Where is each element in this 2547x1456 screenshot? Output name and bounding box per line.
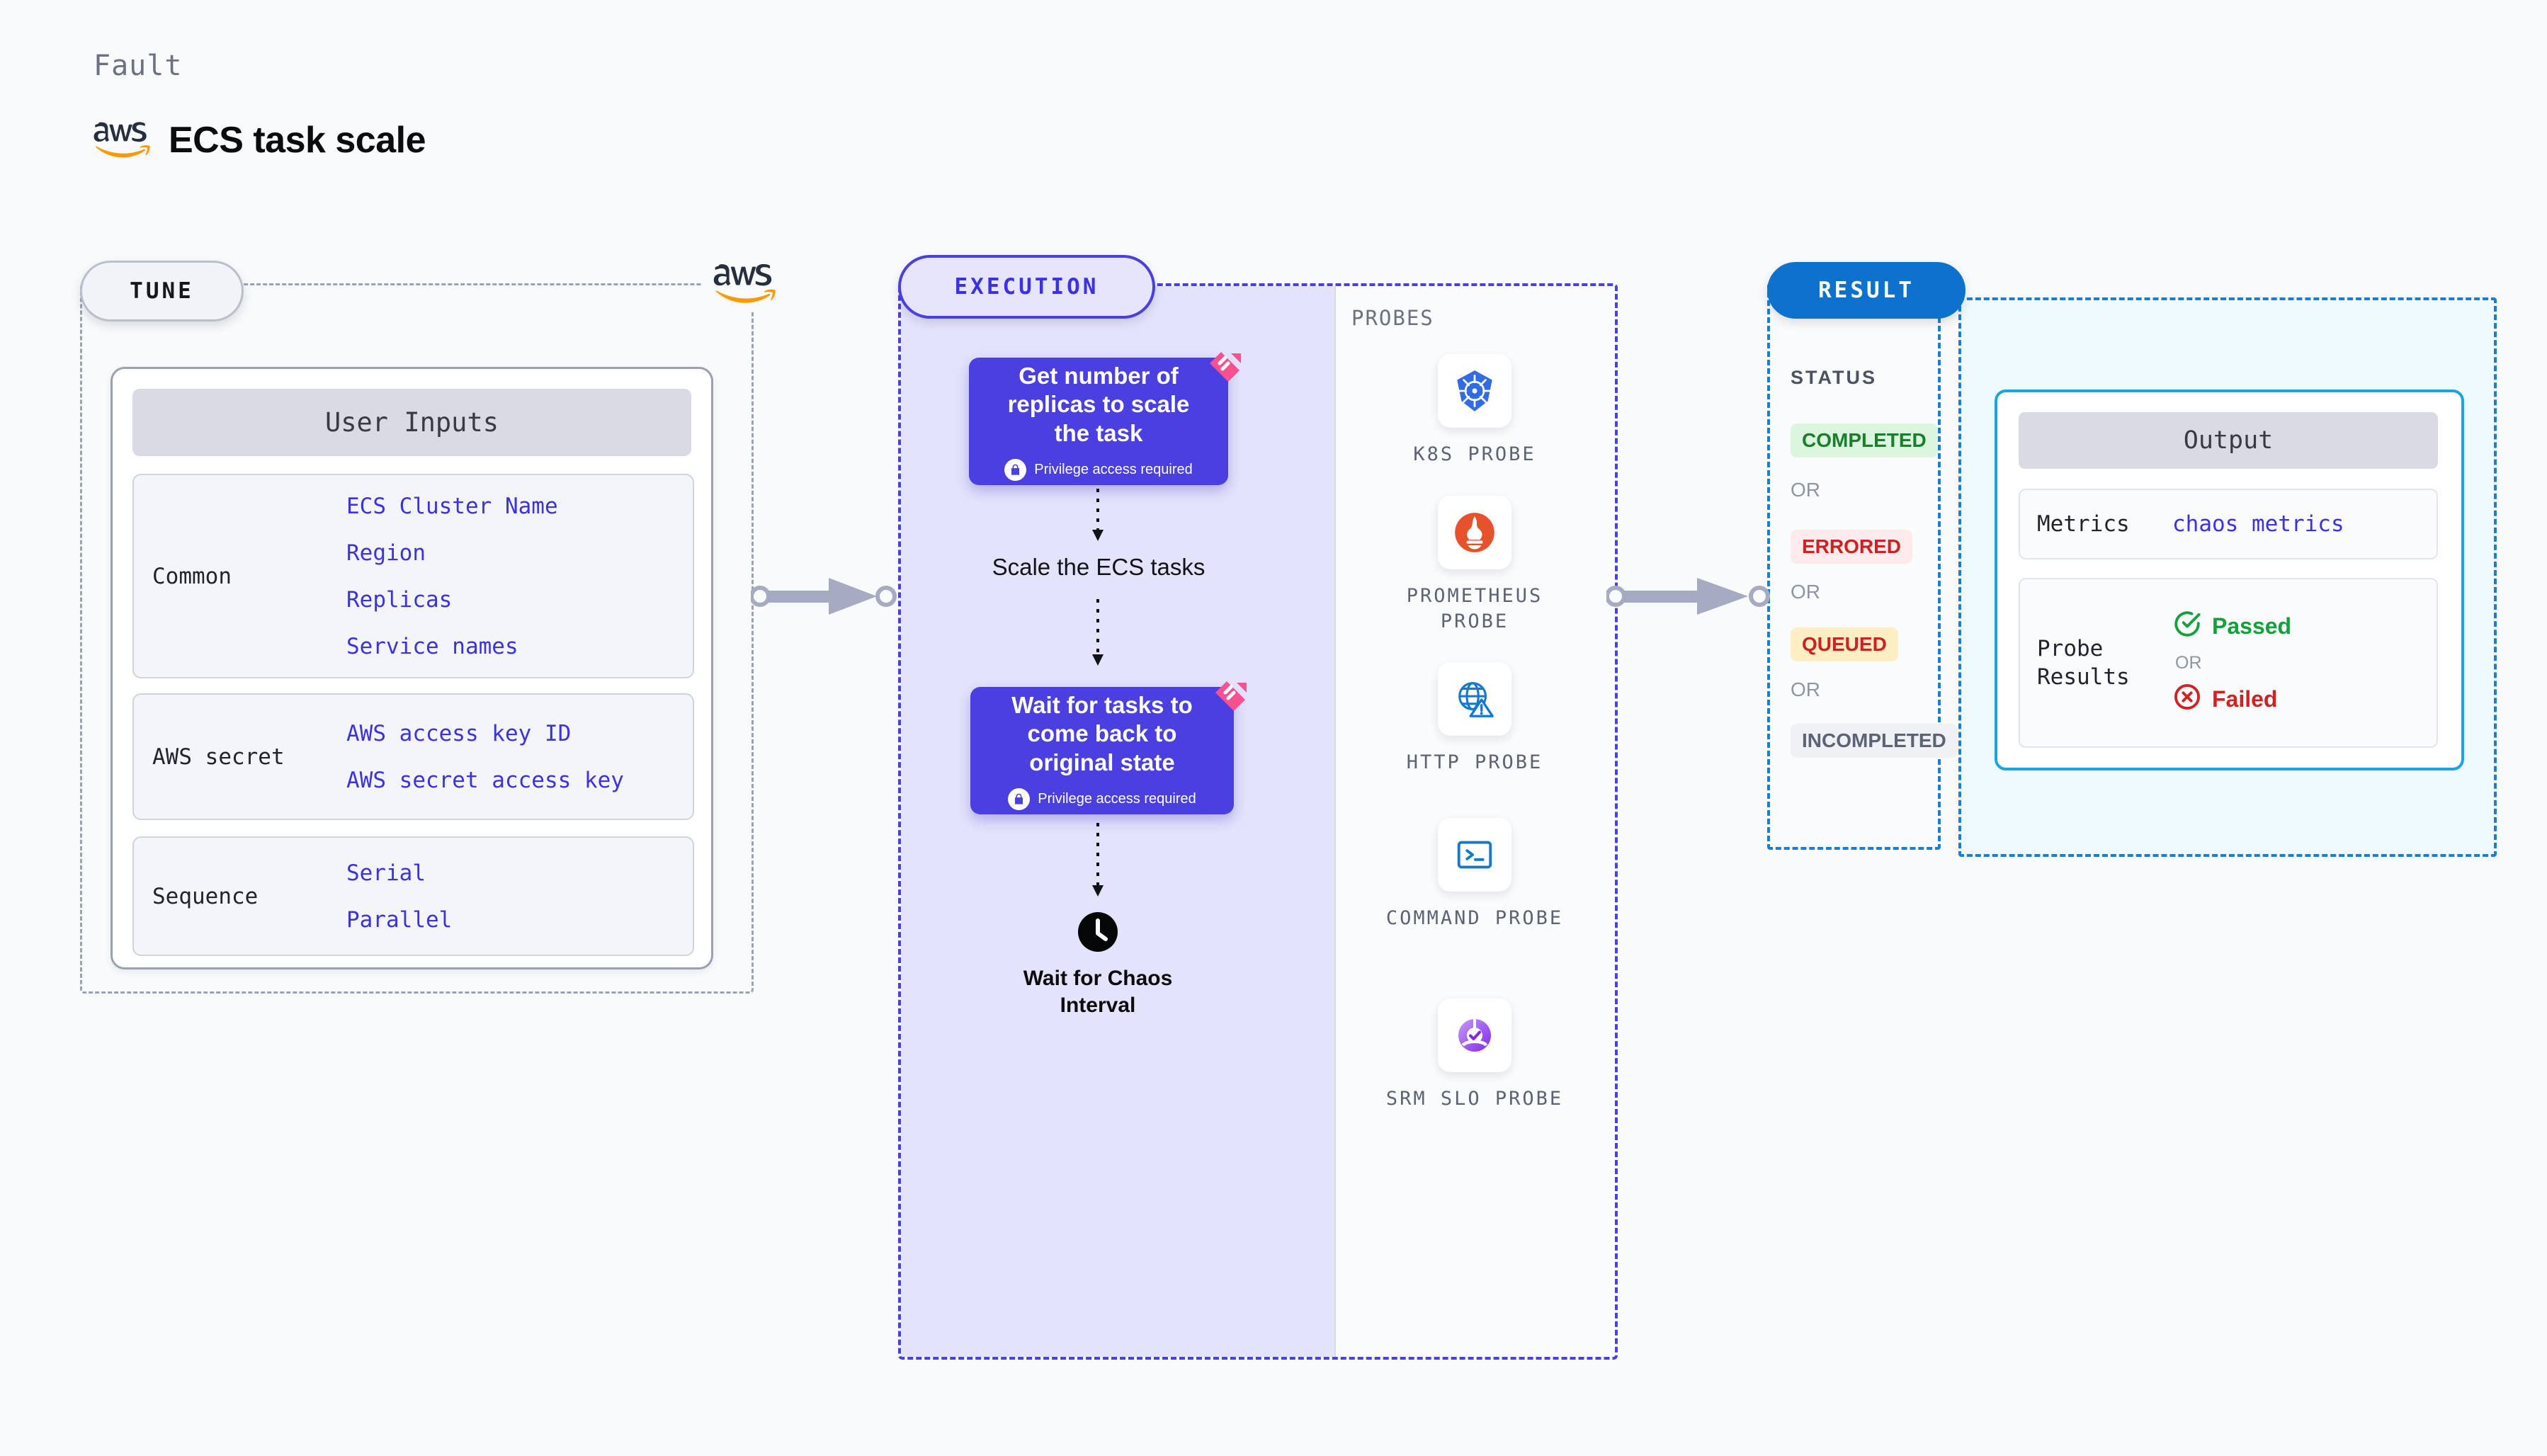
lock-icon xyxy=(1008,787,1031,810)
arrow-execution-to-result xyxy=(1606,578,1770,615)
probe-label: PROMETHEUS PROBE xyxy=(1406,585,1543,632)
input-value[interactable]: Parallel xyxy=(346,906,453,933)
page-title-row: ECS task scale xyxy=(92,119,426,161)
check-circle-icon xyxy=(2172,609,2202,644)
probe-result-failed-label: Failed xyxy=(2212,686,2278,712)
input-value[interactable]: AWS access key ID xyxy=(346,720,572,746)
kubernetes-icon xyxy=(1438,354,1511,428)
input-group-aws-secret: AWS secret AWS access key ID AWS secret … xyxy=(132,693,694,820)
arrow-tune-to-execution xyxy=(751,578,897,615)
flow-connector xyxy=(1092,823,1104,897)
input-value[interactable]: Replicas xyxy=(346,586,453,613)
flow-node-wait-original-state[interactable]: Wait for tasks to come back to original … xyxy=(970,681,1247,814)
output-header: Output xyxy=(2019,412,2438,469)
status-caption: STATUS xyxy=(1791,367,1877,388)
output-metrics-label: Metrics xyxy=(2037,511,2130,537)
result-stage-badge[interactable]: RESULT xyxy=(1767,262,1965,319)
or-separator: OR xyxy=(1791,479,1820,501)
privilege-note: Privilege access required xyxy=(1008,787,1196,810)
flow-step-scale-tasks: Scale the ECS tasks xyxy=(992,554,1206,580)
or-separator: OR xyxy=(1791,678,1820,700)
probe-result-failed: Failed xyxy=(2172,682,2291,717)
input-group-values: AWS access key ID AWS secret access key xyxy=(346,721,624,793)
input-group-values: ECS Cluster Name Region Replicas Service… xyxy=(346,494,558,659)
probe-result-passed-label: Passed xyxy=(2212,613,2292,639)
input-value[interactable]: Region xyxy=(346,540,426,566)
input-group-values: Serial Parallel xyxy=(346,860,452,933)
tune-stage-badge[interactable]: TUNE xyxy=(80,261,244,322)
output-metrics-value[interactable]: chaos metrics xyxy=(2172,511,2344,537)
user-inputs-header: User Inputs xyxy=(132,389,691,456)
probe-command[interactable]: COMMAND PROBE xyxy=(1368,818,1581,931)
privilege-label: Privilege access required xyxy=(1038,790,1196,807)
chaos-ribbon-icon xyxy=(1200,342,1244,386)
probe-label: HTTP PROBE xyxy=(1406,751,1543,773)
flow-node-title: Get number of replicas to scale the task xyxy=(1007,363,1190,446)
input-group-common: Common ECS Cluster Name Region Replicas … xyxy=(132,474,694,678)
probe-prometheus[interactable]: PROMETHEUS PROBE xyxy=(1368,496,1581,634)
x-circle-icon xyxy=(2172,682,2202,717)
output-card: Output Metrics chaos metrics Probe Resul… xyxy=(1995,389,2464,770)
execution-stage-badge[interactable]: EXECUTION xyxy=(898,255,1155,319)
probe-k8s[interactable]: K8S PROBE xyxy=(1368,354,1581,467)
prometheus-icon xyxy=(1438,496,1511,569)
privilege-note: Privilege access required xyxy=(1004,458,1193,481)
user-inputs-card: User Inputs Common ECS Cluster Name Regi… xyxy=(110,367,713,969)
or-separator: OR xyxy=(2175,652,2202,673)
flow-node-title: Wait for tasks to come back to original … xyxy=(1011,692,1193,775)
flow-node-get-replicas[interactable]: Get number of replicas to scale the task… xyxy=(969,352,1241,485)
page-title: ECS task scale xyxy=(169,120,426,161)
probe-result-values: Passed OR Failed xyxy=(2172,609,2291,717)
input-group-sequence: Sequence Serial Parallel xyxy=(132,836,694,956)
chaos-ribbon-icon xyxy=(1206,671,1249,715)
privilege-label: Privilege access required xyxy=(1034,461,1193,477)
probe-result-passed: Passed xyxy=(2172,609,2291,644)
lock-icon xyxy=(1004,458,1027,481)
input-group-label: Sequence xyxy=(152,883,259,909)
status-badge-queued: QUEUED xyxy=(1791,627,1898,661)
status-badge-errored: ERRORED xyxy=(1791,530,1913,564)
tune-section-boundary xyxy=(80,283,754,994)
probe-label: COMMAND PROBE xyxy=(1385,907,1564,929)
wait-for-chaos-interval-label: Wait for Chaos Interval xyxy=(1023,967,1173,1018)
output-row-probe-results: Probe Results Passed OR xyxy=(2019,578,2438,748)
probe-http[interactable]: HTTP PROBE xyxy=(1368,662,1581,775)
probe-label: K8S PROBE xyxy=(1413,443,1536,465)
flow-connector xyxy=(1092,599,1104,666)
input-value[interactable]: AWS secret access key xyxy=(346,767,624,793)
aws-logo-icon xyxy=(92,120,150,161)
input-group-label: Common xyxy=(152,563,232,589)
aws-logo-icon-connector xyxy=(701,258,786,310)
srm-slo-donut-icon xyxy=(1438,999,1511,1072)
terminal-icon xyxy=(1438,818,1511,892)
status-badge-completed: COMPLETED xyxy=(1791,423,1938,457)
clock-icon xyxy=(1076,910,1120,954)
or-separator: OR xyxy=(1791,581,1820,603)
input-value[interactable]: ECS Cluster Name xyxy=(346,493,558,519)
probes-caption: PROBES xyxy=(1351,306,1434,330)
input-value[interactable]: Service names xyxy=(346,633,518,659)
probe-srm-slo[interactable]: SRM SLO PROBE xyxy=(1368,999,1581,1112)
http-globe-warning-icon xyxy=(1438,662,1511,736)
execution-section-boundary xyxy=(898,283,1618,1360)
output-row-metrics: Metrics chaos metrics xyxy=(2019,489,2438,559)
output-probe-results-label: Probe Results xyxy=(2037,635,2130,690)
status-badge-incompleted: INCOMPLETED xyxy=(1791,724,1958,758)
input-group-label: AWS secret xyxy=(152,744,285,770)
flow-connector xyxy=(1092,489,1104,541)
probe-label: SRM SLO PROBE xyxy=(1385,1088,1564,1110)
fault-kicker-label: Fault xyxy=(93,50,183,82)
input-value[interactable]: Serial xyxy=(346,860,426,886)
